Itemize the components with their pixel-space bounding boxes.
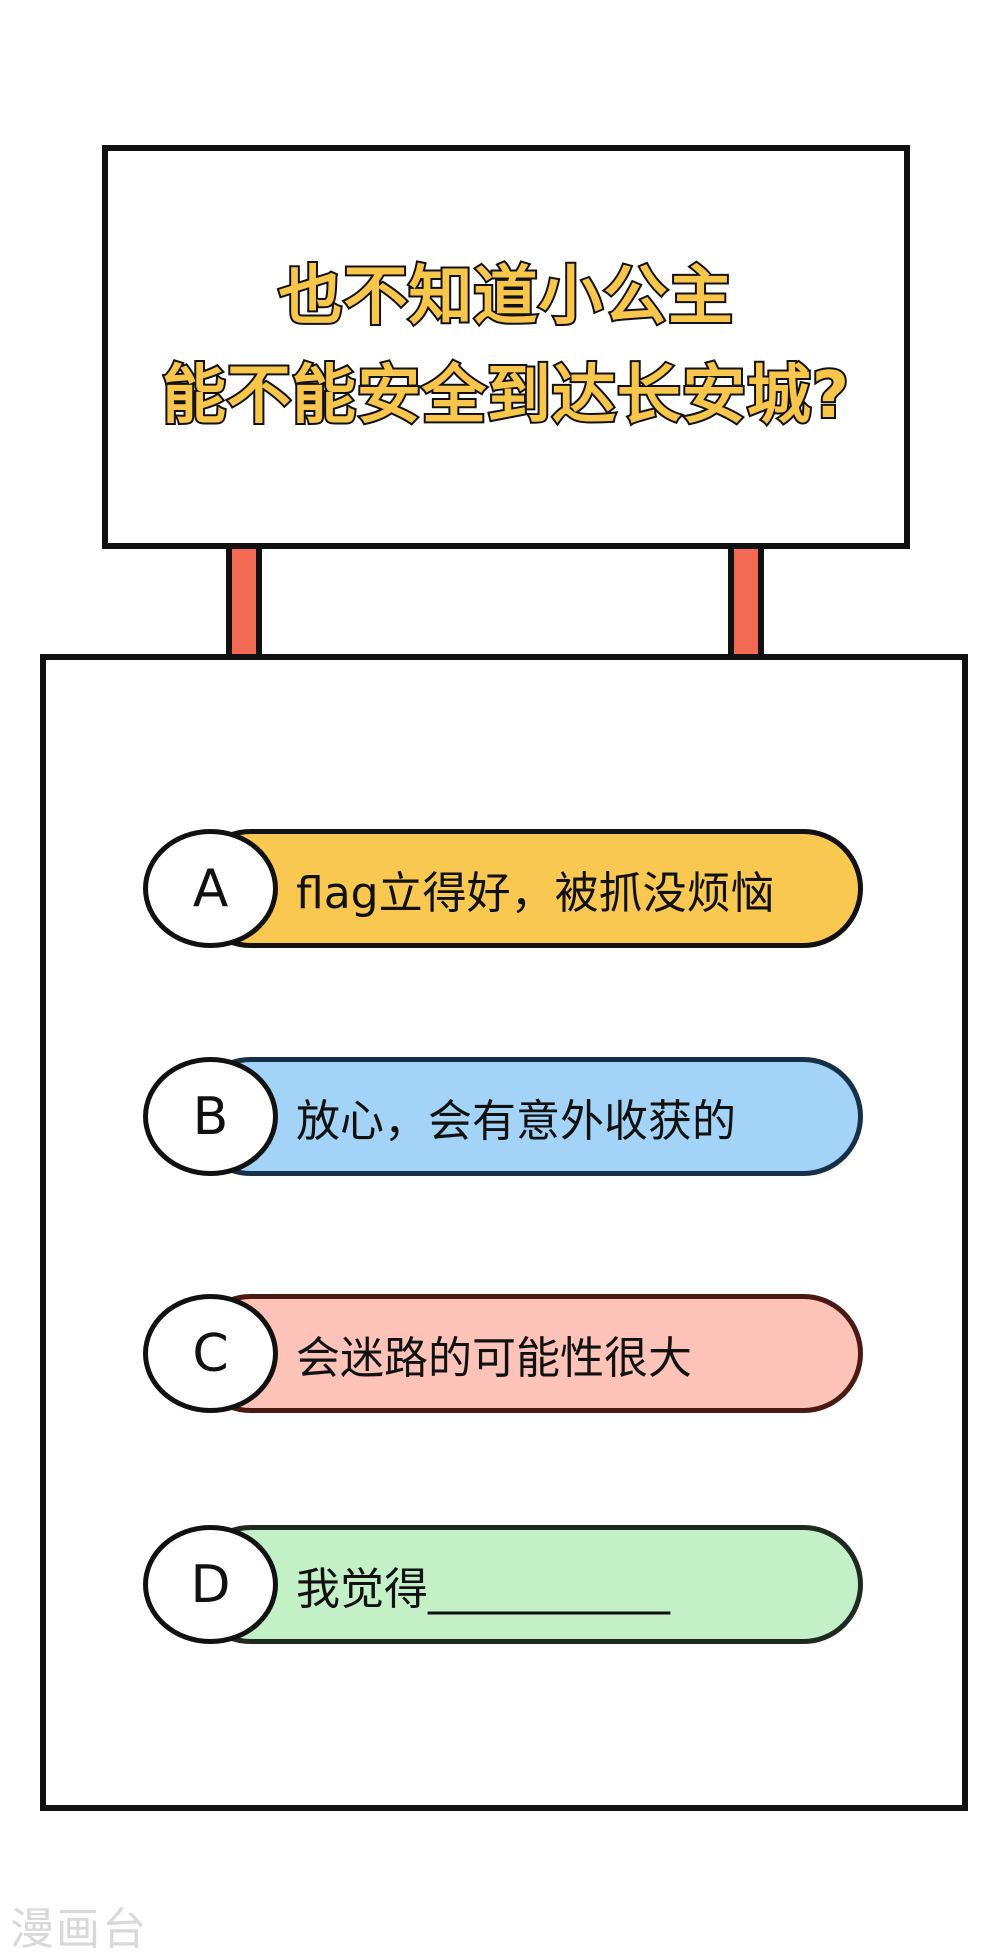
option-d[interactable]: 我觉得___________ D	[143, 1525, 863, 1644]
option-a-letter: A	[192, 858, 229, 919]
option-d-badge[interactable]: D	[143, 1525, 278, 1644]
option-c-text: 会迷路的可能性很大	[296, 1332, 692, 1384]
option-c-pill[interactable]: 会迷路的可能性很大	[191, 1294, 863, 1413]
watermark-logo: 漫画台	[10, 1904, 148, 1955]
option-b[interactable]: 放心，会有意外收获的 B	[143, 1057, 863, 1176]
question-line-1: 也不知道小公主	[277, 258, 735, 336]
option-b-pill[interactable]: 放心，会有意外收获的	[191, 1057, 863, 1176]
option-d-pill[interactable]: 我觉得___________	[191, 1525, 863, 1644]
option-a-badge[interactable]: A	[143, 829, 278, 948]
option-b-letter: B	[192, 1086, 229, 1147]
option-b-badge[interactable]: B	[143, 1057, 278, 1176]
option-a[interactable]: flag立得好，被抓没烦恼 A	[143, 829, 863, 948]
option-d-text: 我觉得___________	[296, 1563, 670, 1615]
option-c-badge[interactable]: C	[143, 1294, 278, 1413]
option-c-letter: C	[192, 1323, 229, 1384]
option-d-letter: D	[190, 1554, 231, 1615]
option-a-text: flag立得好，被抓没烦恼	[296, 867, 775, 919]
options-board: flag立得好，被抓没烦恼 A 放心，会有意外收获的 B 会迷路的可能性很大 C…	[40, 654, 968, 1811]
question-sign: 也不知道小公主 能不能安全到达长安城?	[102, 145, 910, 549]
option-c[interactable]: 会迷路的可能性很大 C	[143, 1294, 863, 1413]
sign-post-right	[728, 549, 764, 658]
question-line-2: 能不能安全到达长安城?	[160, 357, 851, 435]
option-b-text: 放心，会有意外收获的	[296, 1095, 736, 1147]
sign-post-left	[226, 549, 262, 658]
option-a-pill[interactable]: flag立得好，被抓没烦恼	[191, 829, 863, 948]
